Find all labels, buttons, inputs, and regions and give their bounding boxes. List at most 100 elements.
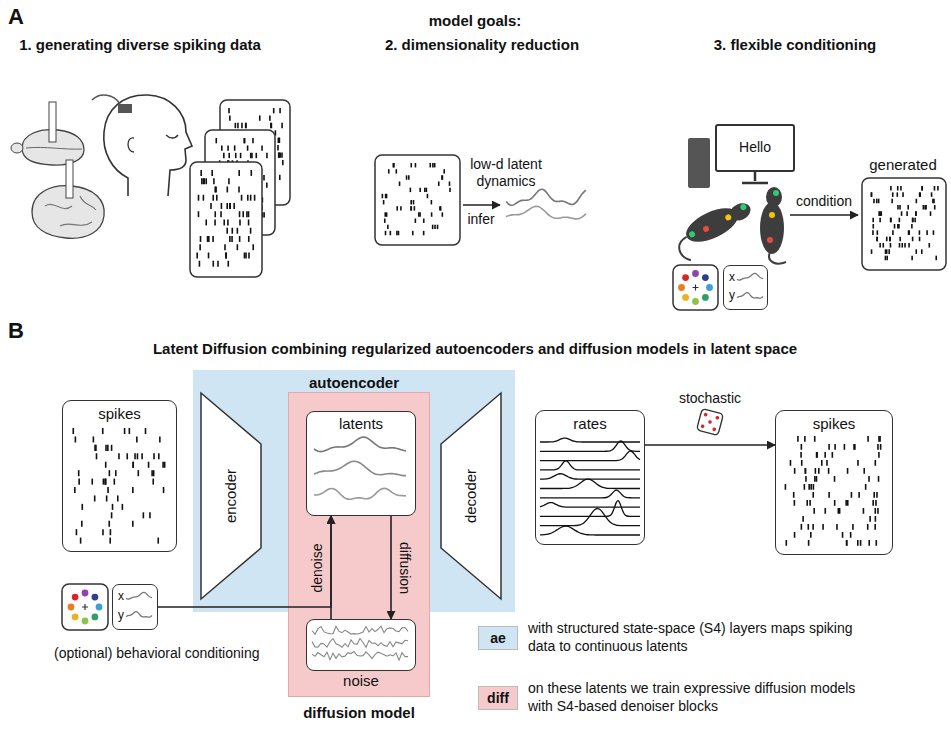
latent-trace xyxy=(314,437,406,451)
spike-tick xyxy=(800,452,802,458)
spike-tick xyxy=(810,532,812,538)
spike-raster xyxy=(229,108,283,195)
spike-tick xyxy=(919,237,921,242)
spike-tick xyxy=(914,218,916,223)
spike-tick xyxy=(923,205,925,210)
spike-tick xyxy=(219,160,221,165)
node-text: rates xyxy=(573,415,606,433)
probe xyxy=(66,160,73,198)
spike-tick xyxy=(227,187,229,193)
spike-tick xyxy=(247,160,249,165)
xy-trace-box: xy xyxy=(112,584,158,630)
spike-tick xyxy=(257,182,259,187)
spike-tick xyxy=(889,237,891,242)
spike-tick xyxy=(790,460,792,466)
spike-tick xyxy=(213,197,215,202)
spike-tick xyxy=(126,453,128,459)
node-text: y xyxy=(729,288,735,302)
monitor-stand xyxy=(742,172,768,183)
target-box xyxy=(62,584,108,630)
spike-tick xyxy=(228,108,230,113)
spike-tick xyxy=(281,123,283,128)
spike-tick xyxy=(860,540,862,546)
raster-card xyxy=(375,155,460,245)
spike-tick xyxy=(912,237,914,242)
target-dot xyxy=(702,294,709,301)
spike-tick xyxy=(199,261,201,267)
spike-tick xyxy=(794,532,796,538)
spike-tick xyxy=(846,540,848,546)
spike-tick xyxy=(112,504,114,510)
spike-tick xyxy=(220,175,222,180)
spike-tick xyxy=(876,492,878,498)
spikes-box: spikes xyxy=(62,400,177,552)
spike-tick xyxy=(393,163,395,167)
spike-tick xyxy=(111,445,113,451)
spike-tick xyxy=(915,249,917,254)
spike-tick xyxy=(261,205,263,210)
spike-tick xyxy=(265,160,267,165)
spike-tick xyxy=(904,243,906,248)
spike-tick xyxy=(80,538,82,544)
spike-tick xyxy=(844,444,846,450)
rate-trace xyxy=(540,503,640,508)
spike-tick xyxy=(888,249,890,254)
spike-tick xyxy=(438,182,440,186)
spike-tick xyxy=(872,500,874,506)
spike-tick xyxy=(273,108,275,113)
spike-tick xyxy=(279,108,281,113)
spike-tick xyxy=(901,211,903,216)
spike-tick xyxy=(261,182,263,187)
spike-tick xyxy=(423,231,425,235)
spike-tick xyxy=(259,115,261,120)
spike-tick xyxy=(238,187,240,193)
spike-tick xyxy=(241,123,243,128)
spike-tick xyxy=(215,138,217,143)
target-dot xyxy=(91,613,98,620)
ecog-implant xyxy=(118,104,132,113)
spike-tick xyxy=(442,175,444,179)
spike-tick xyxy=(227,160,229,165)
spike-tick xyxy=(872,230,874,235)
spike-tick xyxy=(916,199,918,204)
spike-tick xyxy=(426,188,428,192)
spike-tick xyxy=(216,168,218,173)
spike-tick xyxy=(224,244,226,250)
spike-tick xyxy=(880,211,882,216)
spike-tick xyxy=(221,203,223,209)
spike-tick xyxy=(406,175,408,179)
spike-tick xyxy=(203,195,205,201)
spike-tick xyxy=(250,228,252,234)
rate-trace xyxy=(540,461,640,470)
node-text: encoder xyxy=(222,469,240,523)
spike-tick xyxy=(890,243,892,248)
spike-tick xyxy=(217,261,219,267)
spike-tick xyxy=(132,462,134,468)
spike-tick xyxy=(250,153,252,158)
spike-tick xyxy=(239,220,241,226)
spike-tick xyxy=(809,500,811,506)
fixation-cross xyxy=(82,604,88,610)
spike-tick xyxy=(813,484,815,490)
spike-tick xyxy=(871,249,873,254)
spike-tick xyxy=(95,445,97,451)
spike-tick xyxy=(828,444,830,450)
spike-tick xyxy=(250,197,252,202)
spike-tick xyxy=(386,212,388,216)
spike-tick xyxy=(251,153,253,158)
mouse-head xyxy=(766,187,782,207)
spike-tick xyxy=(107,487,109,493)
keypoint xyxy=(688,230,696,238)
spike-tick xyxy=(907,205,909,210)
rate-trace xyxy=(540,441,640,451)
spike-tick xyxy=(853,444,855,450)
spike-tick xyxy=(153,453,155,459)
spike-tick xyxy=(262,212,264,217)
spike-tick xyxy=(226,228,228,234)
spike-tick xyxy=(878,211,880,216)
spike-tick xyxy=(212,195,214,201)
spike-tick xyxy=(863,468,865,474)
spike-tick xyxy=(108,521,110,527)
spike-tick xyxy=(208,236,210,242)
spike-tick xyxy=(117,495,119,501)
